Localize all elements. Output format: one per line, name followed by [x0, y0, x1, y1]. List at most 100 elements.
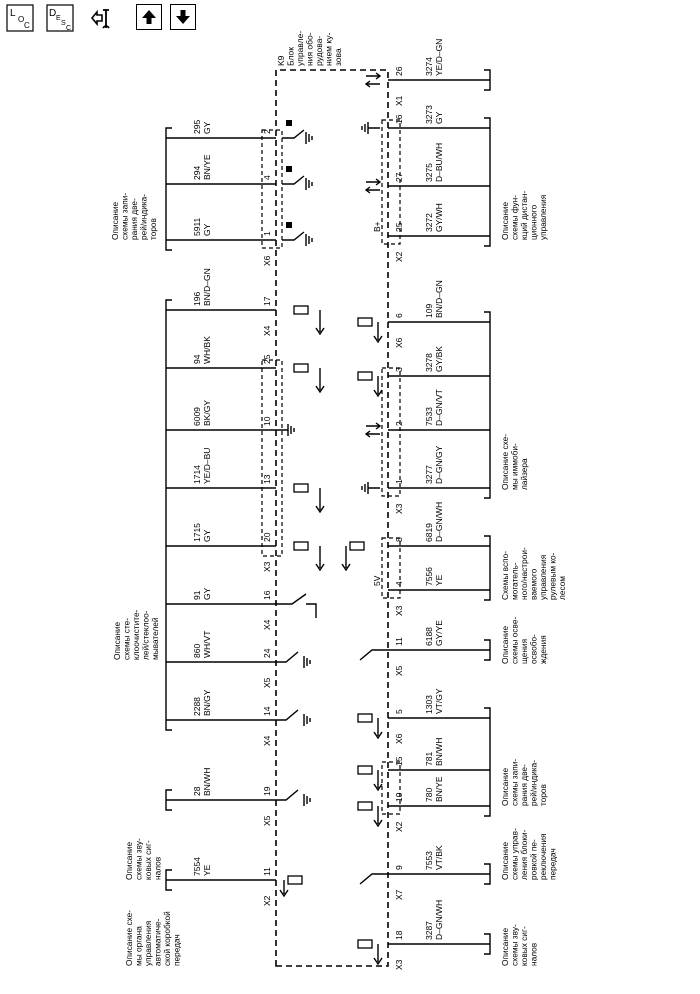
right-wire-pin: 15: [394, 756, 404, 766]
right-bracket: [484, 311, 491, 499]
left-wire-color: YE: [202, 864, 212, 876]
switch-to-ground: [276, 789, 311, 806]
right-wire-color: GY/YE: [434, 620, 444, 646]
right-ref-line: мы иммоби-: [510, 443, 520, 490]
left-ref-line: автоматиче-: [153, 918, 163, 966]
left-wire-circuit: 196: [192, 292, 202, 306]
left-ref-line: мы органа: [134, 926, 144, 966]
left-wire-circuit: 7554: [192, 857, 202, 876]
right-wire-circuit: 6188: [424, 627, 434, 646]
right-wire-pin: 4: [394, 581, 404, 586]
right-ref-line: ного/настрои-: [519, 547, 529, 600]
switch-symbol: [359, 649, 388, 661]
left-ref-line: лей/стеклоо-: [141, 610, 151, 660]
left-wire-connector: X4: [262, 735, 272, 746]
left-bracket: [165, 127, 172, 251]
desc-button[interactable]: D E S C: [46, 4, 76, 32]
right-wire-circuit: 3273: [424, 105, 434, 124]
right-wire-circuit: 3272: [424, 213, 434, 232]
right-wire-circuit: 6819: [424, 523, 434, 542]
module-label-line: рудова-: [314, 36, 324, 66]
left-wire-circuit: 6009: [192, 407, 202, 426]
right-wire-circuit: 7553: [424, 851, 434, 870]
left-wire-circuit: 94: [192, 354, 202, 364]
right-wire-pin: 3: [394, 367, 404, 372]
right-wire-color: D–GN/WH: [434, 900, 444, 940]
switch-symbol: [276, 593, 317, 618]
right-ref-line: ления блоки-: [519, 829, 529, 880]
lock-icon: [286, 120, 292, 126]
right-ref-line: Описание: [500, 625, 510, 664]
left-wire-color: BN/GY: [202, 689, 212, 716]
desc-sub-e: E: [56, 15, 61, 22]
left-ref-line: передач: [172, 934, 182, 966]
left-wire-color: BN/D–GN: [202, 268, 212, 306]
loc-main: L: [10, 8, 16, 19]
up-button[interactable]: [136, 4, 162, 30]
left-wire-circuit: 860: [192, 644, 202, 658]
right-wire-circuit: 3274: [424, 57, 434, 76]
arrow-down-symbol: [373, 376, 383, 398]
right-ref-line: схемы запи-: [510, 759, 520, 806]
right-wire-circuit: 3278: [424, 353, 434, 372]
left-wire-connector: X4: [262, 325, 272, 336]
module-label-line: управле-: [295, 31, 305, 66]
left-wire-color: WH/VT: [202, 631, 212, 658]
left-wire-pin: 17: [262, 296, 272, 306]
sub-connector-box: [381, 119, 401, 245]
lock-switch: [282, 175, 305, 185]
right-wire-pin: 16: [394, 114, 404, 124]
right-wire-color: D–GN/GY: [434, 445, 444, 484]
right-wire-color: BN/YE: [434, 776, 444, 802]
left-wire-circuit: 5911: [192, 217, 202, 236]
bidirectional-arrow-icon: [364, 422, 382, 438]
down-button[interactable]: [170, 4, 196, 30]
left-wire-pin: 24: [262, 648, 272, 658]
loc-button[interactable]: L O C: [6, 4, 36, 32]
bidirectional-arrow-icon: [364, 178, 382, 194]
lock-icon: [286, 222, 292, 228]
right-wire-pin: 9: [394, 865, 404, 870]
left-wire-pin: 1: [262, 231, 272, 236]
module-label-line: K9: [276, 55, 286, 66]
desc-main: D: [49, 8, 56, 19]
right-ref-line: кций дистан-: [519, 191, 529, 240]
ground-icon: [276, 424, 295, 436]
right-wire-color: D–BU/WH: [434, 143, 444, 182]
ground-icon: [305, 178, 313, 190]
sub-connector-box: [381, 761, 401, 815]
right-wire-pin: 6: [394, 313, 404, 318]
connector-wrench-icon: [90, 9, 110, 29]
right-wire-connector: X5: [394, 665, 404, 676]
left-ref-line: ковых сиг-: [143, 840, 153, 880]
right-bracket: [484, 69, 491, 91]
left-wire-circuit: 1715: [192, 523, 202, 542]
connector-tools-button[interactable]: [88, 4, 118, 32]
left-wire-connector: X2: [262, 895, 272, 906]
arrow-down-symbol: [341, 546, 351, 572]
left-ref-line: схемы запи-: [120, 193, 130, 240]
right-bracket: [484, 639, 491, 661]
left-ref-line: налов: [153, 856, 163, 880]
left-wire-circuit: 1714: [192, 465, 202, 484]
module-label-line: зова: [333, 48, 343, 66]
right-wire-color: D–GN/VT: [434, 389, 444, 426]
left-wire-circuit: 91: [192, 590, 202, 600]
left-wire-connector: X5: [262, 677, 272, 688]
left-ref-line: Описание: [110, 201, 120, 240]
right-ref-line: торов: [538, 783, 548, 806]
right-wire-circuit: 7556: [424, 567, 434, 586]
arrow-down-symbol: [315, 368, 325, 394]
sub-connector-box: [381, 537, 401, 599]
right-ref-line: Описание: [500, 927, 510, 966]
resistor-symbol: [287, 875, 303, 885]
right-wire-connector: X1: [394, 95, 404, 106]
right-ref-line: освобо-: [529, 634, 539, 664]
resistor-symbol: [293, 541, 309, 551]
right-ref-line: лайзера: [519, 458, 529, 490]
left-bracket: [165, 869, 172, 891]
resistor-symbol: [357, 317, 373, 327]
right-ref-line: схемы осве-: [510, 617, 520, 664]
right-wire-color: GY: [434, 111, 444, 124]
